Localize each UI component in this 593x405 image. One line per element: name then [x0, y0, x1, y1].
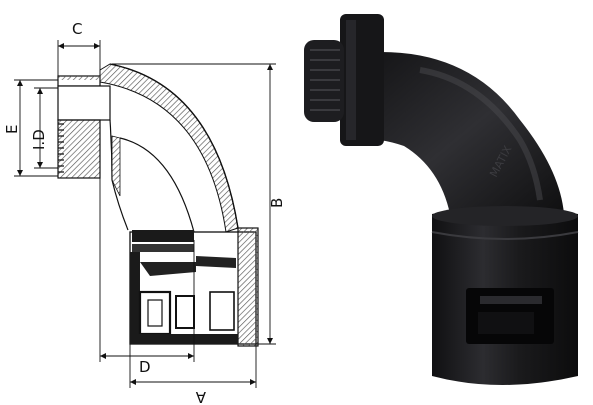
thread-section [57, 119, 101, 179]
dimension-label-d: D [139, 358, 151, 376]
socket-left-wall [130, 252, 140, 344]
inner-hatch-thin [111, 135, 121, 197]
socket-window-2 [175, 295, 195, 329]
dimension-lines [14, 40, 276, 388]
dimension-label-a: A [195, 388, 206, 405]
dimension-arrows [17, 43, 273, 385]
socket-nut-top [132, 230, 194, 242]
photo-elbow-highlight [419, 67, 543, 201]
socket-claw-2 [196, 256, 236, 268]
technical-drawing: C E I.D B D A [3, 20, 286, 405]
dimension-label-c: C [72, 20, 82, 38]
socket-claw-1 [140, 262, 196, 276]
photo-socket-rim [432, 206, 578, 226]
elbow-outer-line [109, 63, 239, 229]
product-photo: MATIX [304, 14, 579, 385]
dimension-label-b: B [268, 198, 286, 208]
dimension-label-e: E [3, 125, 21, 134]
socket-wall-right [237, 227, 259, 347]
inner-bore-curve-2 [119, 137, 195, 233]
socket-ring [132, 244, 194, 252]
socket-bottom-band [130, 334, 238, 344]
socket-window-3 [209, 291, 235, 331]
socket-window-1 [138, 290, 172, 336]
top-nose-hatch [58, 76, 100, 80]
photo-elbow [366, 51, 564, 214]
photo-thread-lines [310, 49, 340, 111]
dimension-label-id: I.D [30, 129, 48, 150]
inner-block [57, 85, 111, 121]
